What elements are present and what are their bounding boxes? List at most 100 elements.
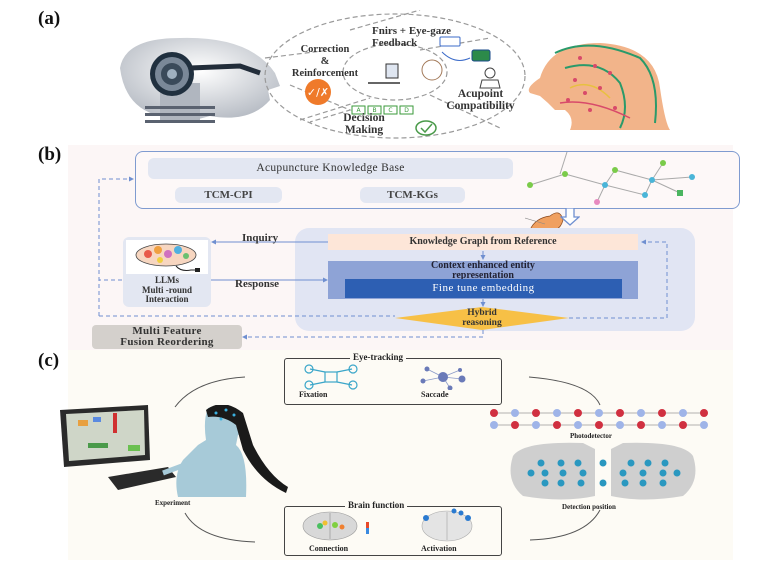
- correction-icon: [305, 79, 331, 105]
- detection-channel: [559, 469, 567, 477]
- fusion-reordering-box: Multi Feature Fusion Reordering: [92, 325, 242, 349]
- detection-channel: [557, 479, 565, 487]
- eye-tracking-title: Eye-tracking: [350, 352, 406, 362]
- check-icon: [415, 120, 437, 136]
- graph-node: [562, 171, 568, 177]
- saccade-icon: [420, 366, 466, 390]
- graph-node: [602, 182, 608, 188]
- brain-function-title: Brain function: [345, 500, 408, 510]
- photodetector-node: [511, 421, 519, 429]
- photodetector-node: [532, 421, 540, 429]
- detection-channel: [673, 469, 681, 477]
- option-b: B: [372, 107, 376, 114]
- hybrid-reasoning-diamond: [395, 307, 569, 330]
- option-d: D: [404, 107, 409, 114]
- detection-channel: [541, 479, 549, 487]
- photodetector-node: [574, 421, 582, 429]
- tcm-kgs-chip: TCM-KGs: [360, 187, 465, 203]
- photodetector-label: Photodetector: [570, 432, 612, 440]
- fixation-label: Fixation: [299, 390, 328, 399]
- photodetector-node: [511, 409, 519, 417]
- fixation-icon: [304, 364, 358, 390]
- detection-channel: [627, 459, 635, 467]
- detection-channel: [661, 459, 669, 467]
- fine-tune-embedding-box: Fine tune embedding: [345, 279, 622, 298]
- panel-c-label: (c): [38, 350, 60, 371]
- photodetector-node: [637, 421, 645, 429]
- panel-a: (a) ✓/✗: [0, 0, 763, 145]
- photodetector-node: [679, 421, 687, 429]
- svg-text:✓/✗: ✓/✗: [307, 86, 329, 99]
- graph-node: [642, 192, 648, 198]
- detection-channel: [599, 459, 607, 467]
- detection-channel: [619, 469, 627, 477]
- option-c: C: [388, 107, 392, 114]
- activation-label: Activation: [421, 544, 457, 553]
- graph-node: [689, 174, 695, 180]
- saccade-label: Saccade: [421, 390, 449, 399]
- acupuncture-figure-icon: [525, 212, 564, 230]
- experiment-figure: [60, 405, 288, 497]
- detection-channel: [644, 459, 652, 467]
- detection-channel: [659, 479, 667, 487]
- photodetector-node: [553, 409, 561, 417]
- photodetector-node: [700, 409, 708, 417]
- connection-label: Connection: [309, 544, 349, 553]
- feedback-label: Fnirs + Eye-gaze Feedback: [372, 25, 451, 49]
- photodetector-node: [658, 409, 666, 417]
- panel-a-label: (a): [38, 8, 61, 29]
- graph-node: [649, 177, 655, 183]
- acupoint-label: Acupoint Compatibility: [446, 88, 515, 112]
- photodetector-node: [490, 409, 498, 417]
- detection-channel: [577, 479, 585, 487]
- photodetector-node: [532, 409, 540, 417]
- detection-channel: [541, 469, 549, 477]
- detection-position-label: Detection position: [562, 503, 616, 511]
- photodetector-node: [616, 421, 624, 429]
- option-a: A: [356, 107, 361, 114]
- photodetector-node: [679, 409, 687, 417]
- photodetector-node: [637, 409, 645, 417]
- photodetector-node: [658, 421, 666, 429]
- activation-brain-image: [421, 508, 473, 542]
- hybrid-reasoning-label: Hybrid reasoning: [462, 308, 502, 328]
- detection-position-image: [510, 442, 696, 500]
- photodetector-node: [595, 421, 603, 429]
- tcm-cpi-chip: TCM-CPI: [175, 187, 282, 203]
- detection-channel: [621, 479, 629, 487]
- correction-reinforcement-label: Correction & Reinforcement: [291, 44, 359, 79]
- detection-channel: [599, 479, 607, 487]
- acupuncture-head-image: [528, 43, 670, 130]
- eye-tracking-frame: [284, 358, 502, 405]
- photodetector-node: [700, 421, 708, 429]
- graph-node: [594, 199, 600, 205]
- llm-label: LLMs Multi -round Interaction: [141, 275, 193, 304]
- response-label: Response: [235, 278, 280, 290]
- robot-head-image: [120, 37, 280, 123]
- cycle-diagram: ✓/✗ A B C D: [264, 10, 526, 139]
- graph-node: [612, 167, 618, 173]
- photodetector-node: [553, 421, 561, 429]
- detection-channel: [537, 459, 545, 467]
- graph-node: [527, 182, 533, 188]
- connection-brain-image: [302, 511, 369, 541]
- detection-channel: [639, 479, 647, 487]
- photodetector-node: [595, 409, 603, 417]
- photodetector-node: [616, 409, 624, 417]
- detection-channel: [639, 469, 647, 477]
- detection-channel: [659, 469, 667, 477]
- detection-channel: [574, 459, 582, 467]
- detection-channel: [527, 469, 535, 477]
- context-entity-label: Context enhanced entity representation: [431, 260, 535, 281]
- photodetector-node: [490, 421, 498, 429]
- graph-node: [677, 190, 683, 196]
- detection-channel: [579, 469, 587, 477]
- detection-channel: [557, 459, 565, 467]
- kg-reference-box: Knowledge Graph from Reference: [328, 234, 638, 250]
- experiment-label: Experiment: [155, 499, 191, 507]
- panel-b-label: (b): [38, 144, 62, 165]
- knowledge-base-title: Acupuncture Knowledge Base: [148, 158, 513, 179]
- photodetector-node: [574, 409, 582, 417]
